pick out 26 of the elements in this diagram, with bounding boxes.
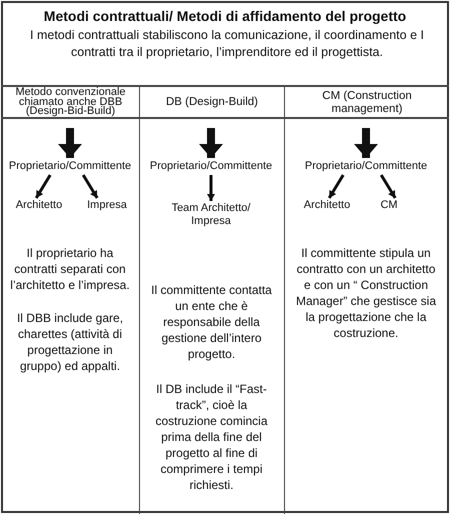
arrow [380,174,396,199]
node-text: Impresa [82,199,132,212]
arrow [82,174,98,199]
description-text: Il DBB include gare, charettes (attività di progettazione in gruppo) ed appalti. [16,310,124,374]
node-text: Team Architetto/ Impresa [170,202,252,228]
column-header: Metodo convenzionale chiamato anche DBB (Design-Bid-Build) [14,88,127,118]
description-text: Il proprietario ha contratti separati con l’architetto e l’impresa. [10,245,130,293]
arrow [58,128,82,158]
description-text: Il committente contatta un ente che è responsabile della gestione dell’intero progetto. [150,282,273,362]
description-text: Il DB include il “Fast-track”, cioè la costruzione comincia prima della fine del progetto al fine di comprimere i tempi richiesti. [154,381,269,493]
node-text: CM [374,199,404,212]
arrow [207,175,215,201]
node-text: Architetto [14,199,64,212]
arrow [34,174,52,199]
table-title: Metodi contrattuali/ Metodi di affidamento del progetto [42,8,408,25]
table-subtitle: I metodi contrattuali stabiliscono la comunicazione, il coordinamento e I contratti tra il proprietario, l’imprenditore ed il progettista. [29,27,425,61]
node-text: Proprietario/Committente [145,160,277,173]
arrow [199,128,223,158]
node-text: Architetto [300,199,354,212]
node-text: Proprietario/Committente [4,160,136,173]
description-text: Il committente stipula un contratto con un architetto e con un “ Construction Manager” che gestisce sia la progettazione che la costruzione. [294,245,438,341]
arrow [328,174,344,199]
column-header: CM (Construction management) [321,90,413,116]
column-header: DB (Design-Build) [164,96,260,109]
node-text: Proprietario/Committente [290,160,442,173]
arrow [354,128,378,158]
